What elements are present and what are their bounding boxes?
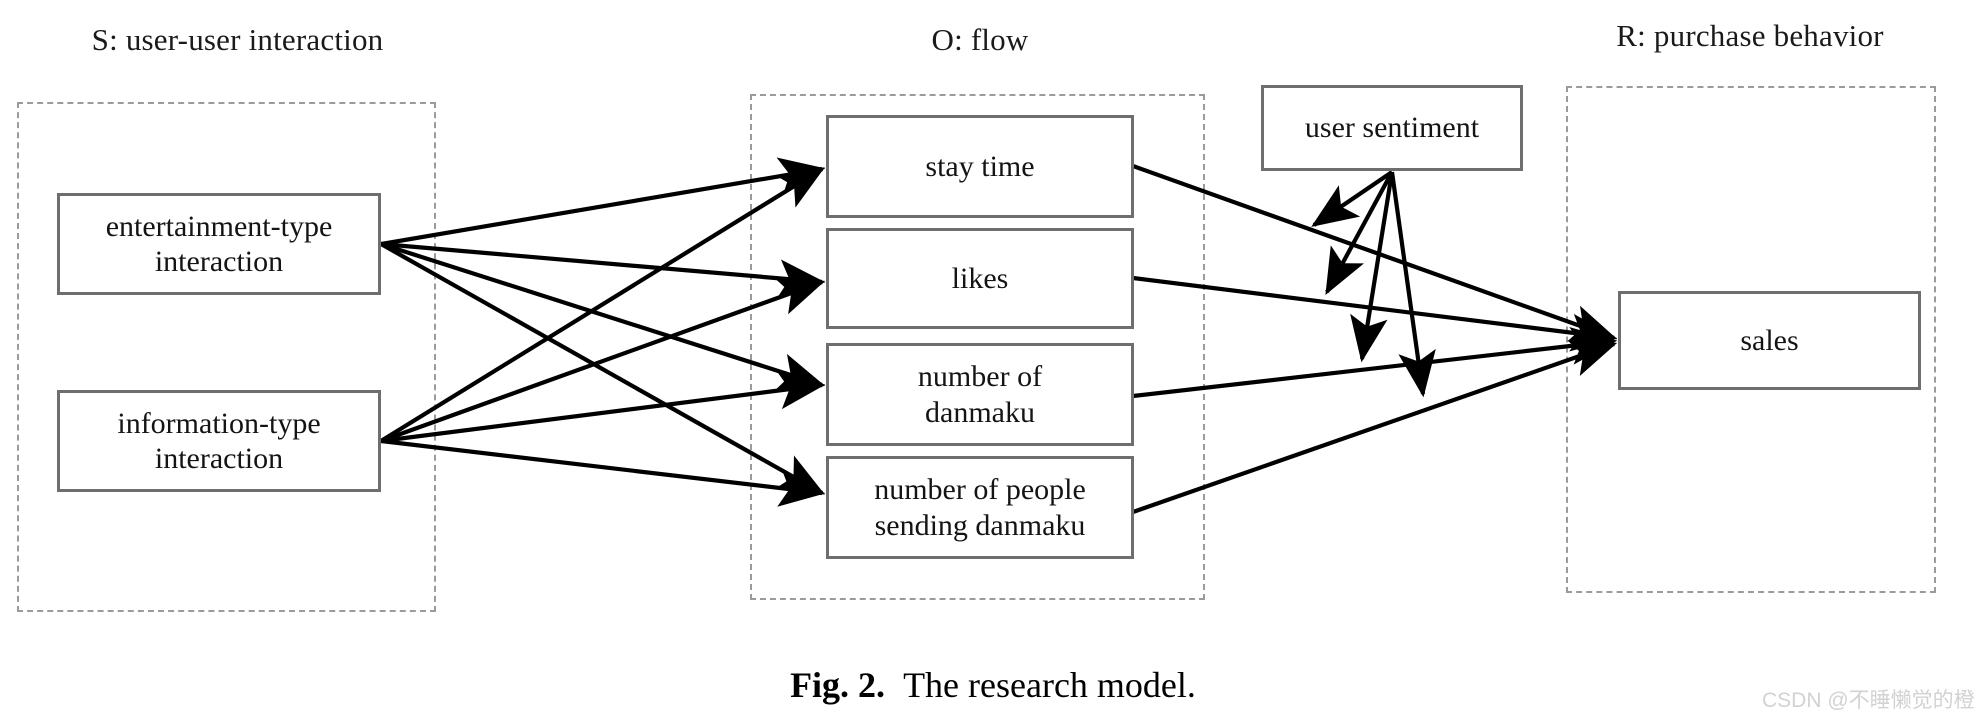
node-label: information-type interaction <box>117 406 321 475</box>
node-stay-time[interactable]: stay time <box>826 115 1134 218</box>
node-number-of-people-sending-danmaku[interactable]: number of people sending danmaku <box>826 456 1134 559</box>
figure-caption-label: Fig. 2. <box>790 665 886 705</box>
node-user-sentiment[interactable]: user sentiment <box>1261 85 1523 171</box>
node-label: sales <box>1740 323 1799 357</box>
edge-likes-to-sales <box>1132 275 1618 352</box>
node-likes[interactable]: likes <box>826 228 1134 329</box>
group-label-stimulus: S: user-user interaction <box>91 22 384 57</box>
edge-stay-time-to-sales <box>1132 164 1618 342</box>
edge-sentiment-moderates-danmaku-count <box>1350 171 1395 363</box>
edge-sentiment-moderates-stay-time <box>1311 170 1394 227</box>
node-label: stay time <box>925 149 1035 183</box>
node-label: user sentiment <box>1304 111 1480 145</box>
csdn-watermark: CSDN @不睡懒觉的橙 <box>1762 689 1975 712</box>
node-sales[interactable]: sales <box>1618 291 1921 390</box>
node-information-type-interaction[interactable]: information-type interaction <box>57 390 381 492</box>
node-label: entertainment-type interaction <box>105 209 333 278</box>
edge-danmaku-count-to-sales <box>1132 327 1618 399</box>
group-label-organism: O: flow <box>931 22 1029 57</box>
node-label: likes <box>951 261 1009 295</box>
dashed-region-stimulus <box>17 102 436 612</box>
node-number-of-danmaku[interactable]: number of danmaku <box>826 343 1134 446</box>
figure-caption-text: The research model. <box>903 665 1196 705</box>
node-label: number of danmaku <box>917 360 1043 429</box>
figure-caption: Fig. 2. The research model. <box>0 664 1986 706</box>
node-label: number of people sending danmaku <box>874 473 1086 542</box>
edge-danmaku-senders-to-sales <box>1132 340 1618 514</box>
group-label-response: R: purchase behavior <box>1616 18 1884 53</box>
edge-sentiment-moderates-likes <box>1325 170 1394 295</box>
edge-sentiment-moderates-danmaku-senders <box>1389 171 1436 398</box>
node-entertainment-type-interaction[interactable]: entertainment-type interaction <box>57 193 381 295</box>
